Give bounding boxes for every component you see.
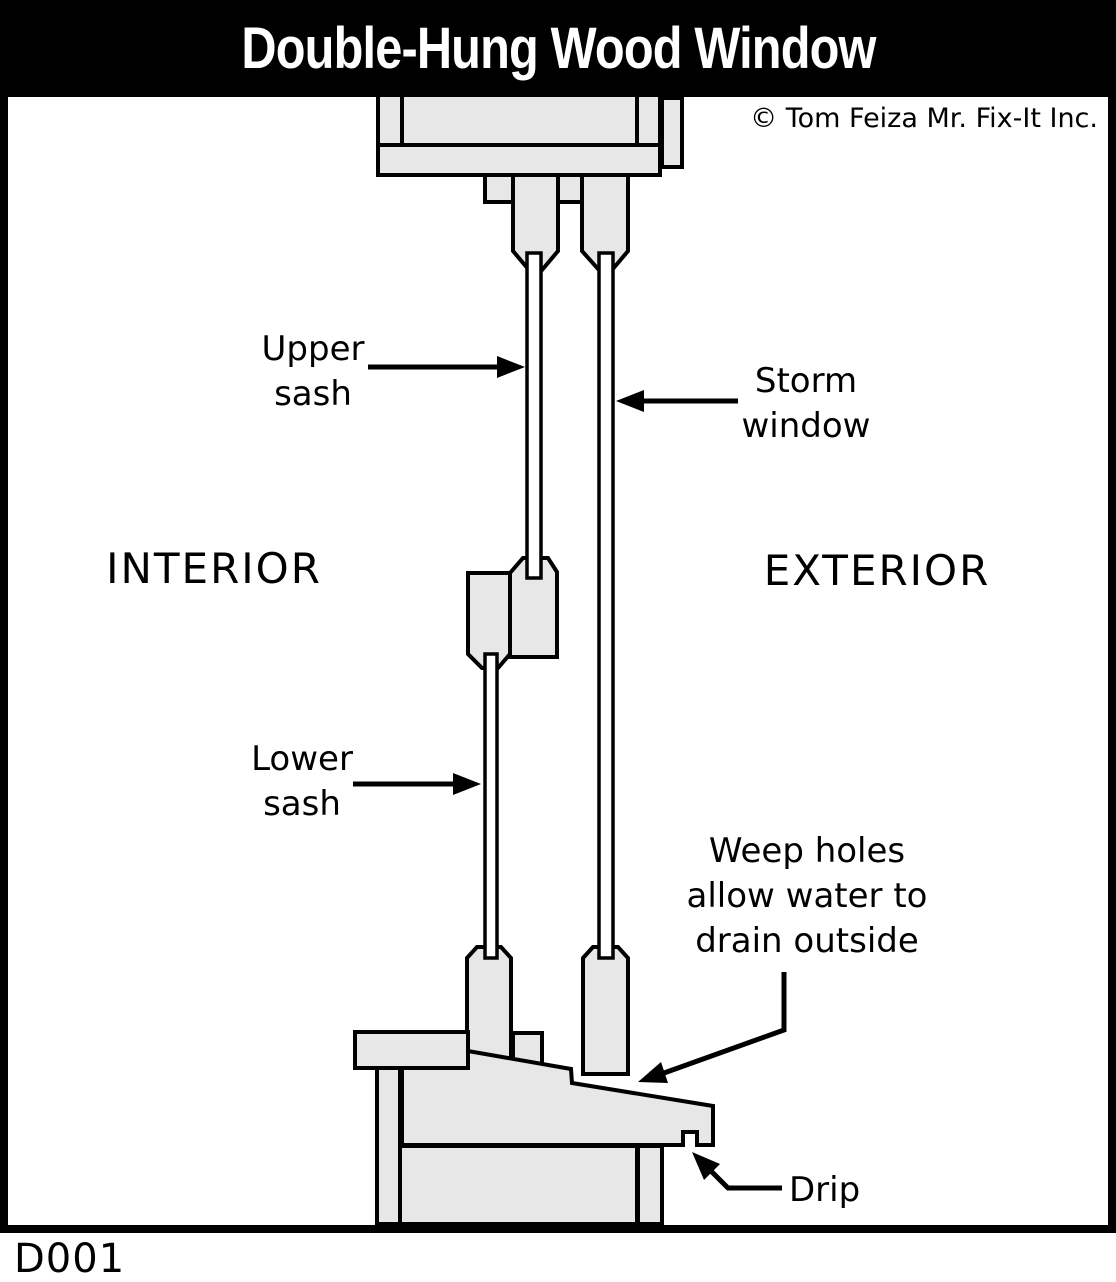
window-head-assembly xyxy=(376,91,684,272)
figure-id: D001 xyxy=(14,1236,126,1282)
weep-holes-arrow xyxy=(663,972,787,1076)
title-bar: Double-Hung Wood Window xyxy=(0,0,1116,97)
callout-arrows xyxy=(353,356,787,1191)
meeting-rails xyxy=(466,556,559,670)
upper-sash-glass xyxy=(525,251,543,580)
wall-block-below-sill xyxy=(398,1144,639,1226)
storm-window-glass xyxy=(597,251,615,960)
upper-sash-label: Upper sash xyxy=(261,329,365,414)
head-parting-stop xyxy=(556,173,584,204)
interior-stool xyxy=(353,1030,470,1070)
exterior-label: EXTERIOR xyxy=(763,546,991,595)
storm-window-arrowhead xyxy=(616,390,644,412)
lower-sash-arrowhead xyxy=(453,773,481,795)
upper-sash-arrowhead xyxy=(497,356,525,378)
lower-sash-bottom-rail xyxy=(465,945,513,1060)
page-title: Double-Hung Wood Window xyxy=(240,16,876,81)
interior-apron-strip xyxy=(375,1066,402,1226)
copyright-notice: © Tom Feiza Mr. Fix-It Inc. xyxy=(750,103,1098,134)
lower-sash-glass xyxy=(483,652,499,960)
weep-holes-arrowhead xyxy=(638,1062,668,1083)
head-jamb xyxy=(376,91,662,147)
interior-label: INTERIOR xyxy=(106,544,322,593)
drip-arrow xyxy=(704,1164,782,1191)
lower-sash-label: Lower sash xyxy=(251,739,353,824)
head-stop-left xyxy=(483,173,515,204)
storm-window-label: Storm window xyxy=(741,361,871,446)
head-exterior-trim-strip xyxy=(660,96,684,169)
drip-arrowhead xyxy=(692,1152,720,1180)
head-casing-band xyxy=(376,143,662,177)
weep-holes-label: Weep holes allow water to drain outside xyxy=(686,831,928,961)
storm-window-bottom-rail xyxy=(581,945,630,1076)
sill-assembly xyxy=(353,1030,715,1226)
bottom-rails xyxy=(465,945,630,1076)
glass-panes xyxy=(483,251,615,960)
drip-label: Drip xyxy=(789,1170,861,1210)
exterior-wall-strip xyxy=(636,1144,664,1226)
